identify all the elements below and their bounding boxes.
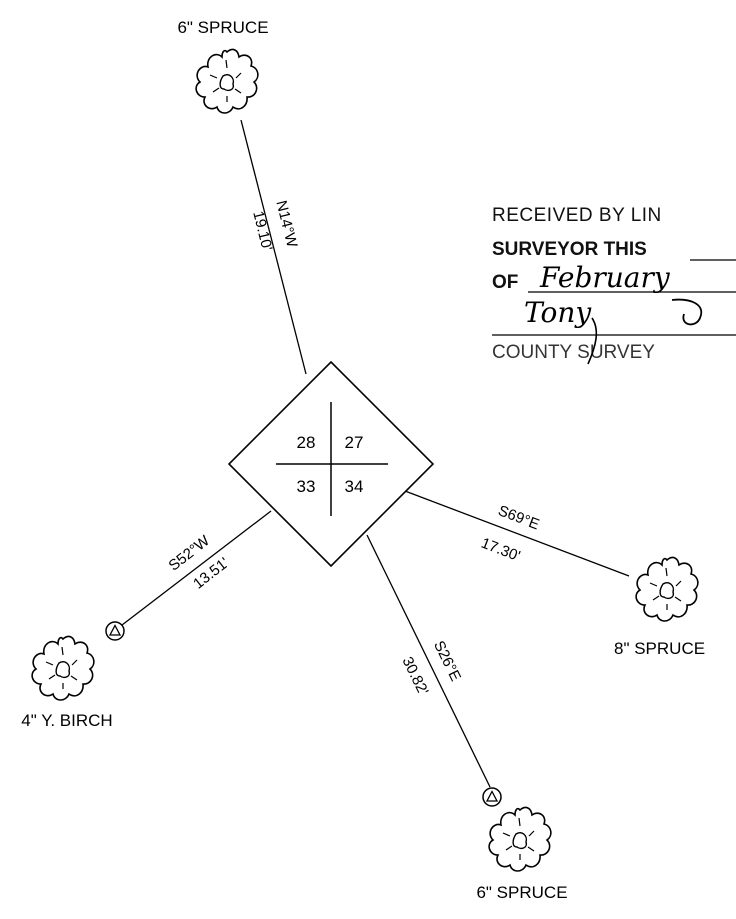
- tie-line-north: [240, 119, 307, 375]
- received-certificate: RECEIVED BY LIN SURVEYOR THIS OF Februar…: [492, 205, 736, 365]
- certificate-line-3-prefix: OF: [492, 272, 518, 293]
- tree-label-west: 4" Y. BIRCH: [21, 711, 112, 730]
- certificate-line-1: RECEIVED BY LIN: [492, 205, 662, 226]
- tree-label-south: 6" SPRUCE: [476, 883, 567, 902]
- tie-line-west: [121, 510, 272, 626]
- signature-handwritten: Tony: [524, 296, 592, 329]
- bearing-south: S26°E: [430, 638, 464, 684]
- certificate-line-2: SURVEYOR THIS: [492, 239, 647, 260]
- bearing-east: S69°E: [496, 502, 542, 533]
- tie-north: 6" SPRUCE N14°W 19.10': [177, 18, 300, 253]
- section-corner: 28 27 33 34: [227, 360, 435, 568]
- birch-tree-icon: [31, 635, 95, 701]
- tie-east: S69°E 17.30' 8" SPRUCE: [479, 502, 705, 658]
- tree-label-north: 6" SPRUCE: [177, 18, 268, 37]
- signature-tail: [587, 317, 598, 365]
- section-number-33: 33: [297, 477, 316, 496]
- triangle-tag-icon: [482, 787, 502, 807]
- signature-flourish: [671, 298, 703, 326]
- section-number-27: 27: [345, 433, 364, 452]
- distance-south: 30.82': [399, 654, 432, 698]
- tree-label-east: 8" SPRUCE: [614, 639, 705, 658]
- distance-north: 19.10': [249, 209, 275, 252]
- tie-south: S26°E 30.82' 6" SPRUCE: [399, 638, 568, 902]
- distance-east: 17.30': [479, 535, 523, 565]
- spruce-tree-icon: [635, 556, 699, 622]
- spruce-tree-icon: [488, 806, 552, 872]
- distance-west: 13.51': [190, 554, 232, 592]
- section-number-28: 28: [297, 433, 316, 452]
- section-number-34: 34: [345, 477, 364, 496]
- tie-west: S52°W 13.51' 4" Y. BIRCH: [21, 532, 232, 730]
- tie-line-south: [366, 534, 491, 788]
- tie-line-east: [404, 490, 630, 577]
- spruce-tree-icon: [195, 48, 259, 114]
- certificate-line-5: COUNTY SURVEY: [492, 342, 655, 363]
- certificate-month-handwritten: February: [539, 261, 671, 294]
- bearing-north: N14°W: [272, 199, 300, 250]
- triangle-tag-icon: [105, 621, 125, 641]
